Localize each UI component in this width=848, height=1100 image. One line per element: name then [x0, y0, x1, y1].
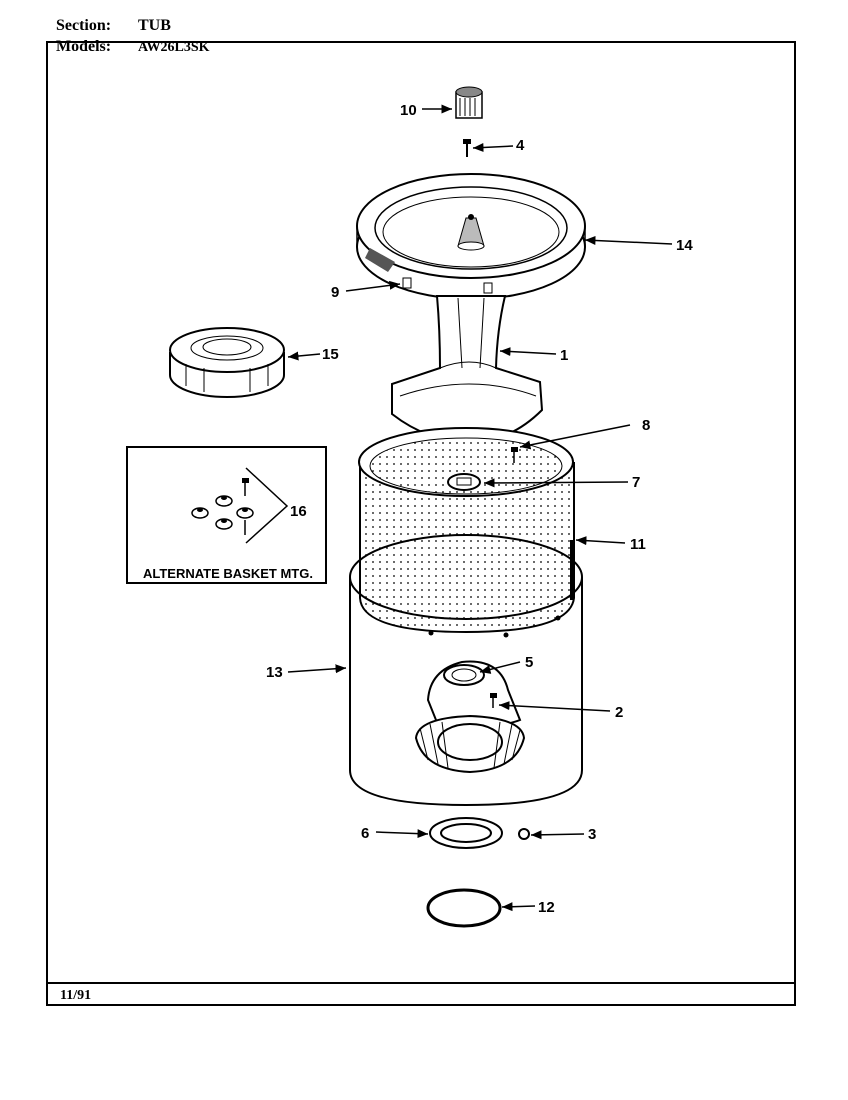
- part-o-ring: [426, 888, 502, 928]
- callout-9: 9: [331, 284, 339, 301]
- part-hub-nut: [447, 473, 481, 491]
- revision-date: 11/91: [60, 988, 92, 1003]
- callout-2: 2: [615, 704, 623, 721]
- callout-11: 11: [630, 536, 646, 553]
- section-value: TUB: [138, 17, 171, 34]
- callout-labels: 10 4 14 9 1 15 8 7 16 11 13 5 2 6 3 12: [266, 102, 693, 916]
- part-agitator-cap: [455, 86, 483, 119]
- part-tub-flange: [414, 714, 526, 774]
- footer-divider: [46, 982, 796, 984]
- callout-6: 6: [361, 825, 369, 842]
- callout-15: 15: [322, 346, 339, 363]
- part-gasket: [429, 817, 503, 849]
- part-agitator: [391, 295, 544, 444]
- callout-16: 16: [290, 503, 307, 520]
- diagram-frame: [46, 41, 796, 1006]
- part-seal: [426, 660, 522, 732]
- callout-8: 8: [642, 417, 650, 434]
- inset-nuts: [191, 478, 254, 535]
- part-clips-9: [402, 277, 493, 294]
- callout-5: 5: [525, 654, 533, 671]
- callout-12: 12: [538, 899, 555, 916]
- callout-13: 13: [266, 664, 283, 681]
- part-screw-8: [511, 447, 518, 463]
- part-tub-cover: [356, 173, 586, 300]
- section-label: Section:: [56, 17, 112, 34]
- callout-14: 14: [676, 237, 693, 254]
- callout-4: 4: [516, 137, 525, 154]
- part-bolt-4: [463, 139, 471, 157]
- part-balance-ring: [169, 327, 285, 398]
- callout-1: 1: [560, 347, 568, 364]
- inset-alternate-basket-mounting: ALTERNATE BASKET MTG.: [126, 446, 327, 584]
- models-value: AW26L3SK: [138, 40, 210, 55]
- inset-caption: ALTERNATE BASKET MTG.: [143, 566, 313, 581]
- leader-lines: [287, 104, 673, 912]
- part-screw-2: [490, 693, 497, 708]
- callout-7: 7: [632, 474, 640, 491]
- callout-10: 10: [400, 102, 417, 119]
- callout-3: 3: [588, 826, 596, 843]
- part-basket: [358, 427, 575, 638]
- part-nut-3: [518, 828, 530, 840]
